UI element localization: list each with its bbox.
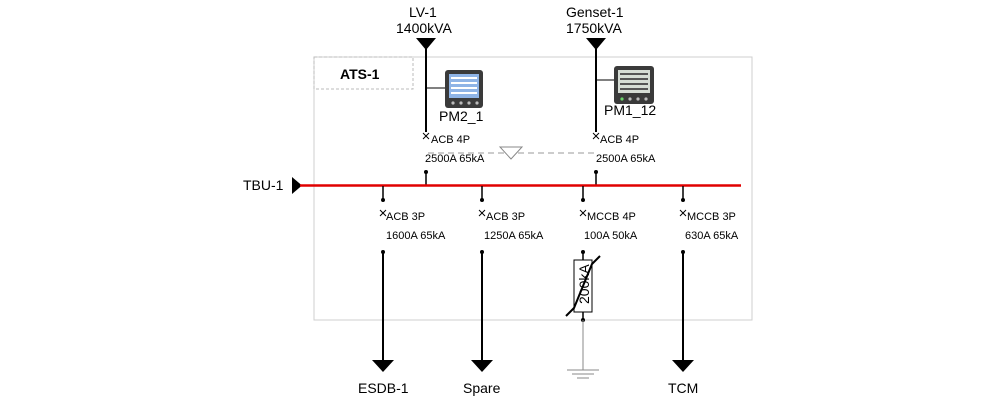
busbar-label: TBU-1: [243, 177, 284, 193]
incomer-lv1-breaker-icon: [422, 132, 430, 140]
feeder-spare-arrow-icon: [471, 360, 493, 372]
feeder-esdb1-arrow-icon: [372, 360, 394, 372]
ats-panel-border: [313, 56, 753, 321]
meter-pm2-label: PM2_1: [439, 108, 484, 124]
incomer-lv1-type: ACB 4P: [431, 134, 470, 146]
feeder-spare-rating: 1250A 65kA: [484, 230, 544, 242]
source-lv1-name: LV-1: [409, 4, 437, 20]
incomer-genset-type: ACB 4P: [600, 134, 639, 146]
interlock-triangle-icon: [498, 146, 524, 160]
feeder-spd-type: MCCB 4P: [587, 211, 636, 223]
feeder-spare-breaker-icon: [478, 209, 486, 217]
feeder-tcm-type: MCCB 3P: [687, 211, 736, 223]
source-lv1-rating: 1400kVA: [396, 20, 452, 36]
feeder-spd-rating: 100A 50kA: [584, 230, 638, 242]
feeder-esdb1-breaker-icon: [379, 209, 387, 217]
source-genset-name: Genset-1: [566, 4, 624, 20]
incomer-genset-terminal: [594, 170, 598, 174]
feeder-esdb1-load: ESDB-1: [358, 380, 409, 396]
feeder-spare-load: Spare: [463, 380, 501, 396]
feeder-tcm-breaker-icon: [679, 209, 687, 217]
feeder-tcm-arrow-icon: [672, 360, 694, 372]
meter-pm1-label: PM1_12: [604, 102, 656, 118]
incomer-lv1-rating: 2500A 65kA: [425, 153, 485, 165]
feeder-tcm-load: TCM: [668, 380, 698, 396]
source-genset-rating: 1750kVA: [566, 20, 622, 36]
ats-title-box: [313, 56, 414, 90]
incomer-lv1-terminal: [424, 170, 428, 174]
surge-protector-icon: [565, 255, 601, 317]
feeder-esdb1-rating: 1600A 65kA: [386, 230, 446, 242]
feeder-tcm-rating: 630A 65kA: [685, 230, 739, 242]
power-meter-pm2-icon: [445, 70, 483, 108]
feeder-spd-breaker-icon: [579, 209, 587, 217]
ground-icon: [567, 369, 599, 379]
busbar-arrow-icon: [292, 177, 302, 194]
feeder-esdb1-type: ACB 3P: [386, 211, 425, 223]
incomer-genset-rating: 2500A 65kA: [596, 153, 656, 165]
incomer-genset-breaker-icon: [592, 132, 600, 140]
power-meter-pm1-icon: [614, 66, 654, 104]
feeder-spare-type: ACB 3P: [486, 211, 525, 223]
surge-protector-rating: 200kA: [576, 264, 592, 304]
ats-title: ATS-1: [340, 66, 380, 82]
